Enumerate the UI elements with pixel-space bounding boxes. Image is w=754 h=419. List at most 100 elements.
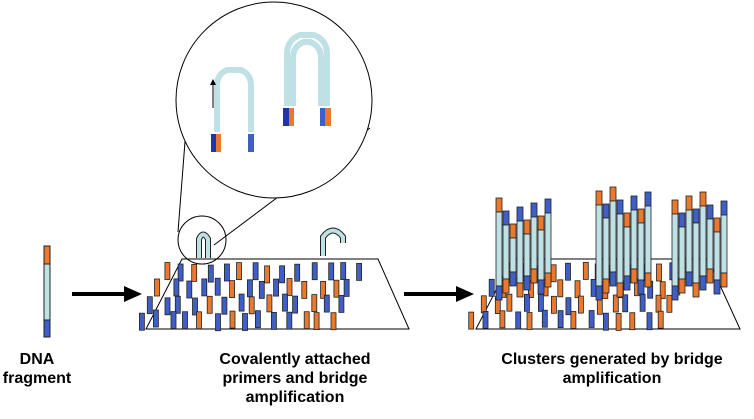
primer xyxy=(356,262,363,281)
cluster-strand-end xyxy=(671,285,679,301)
caption-line: amplification xyxy=(245,389,345,406)
primer xyxy=(170,311,177,330)
primer xyxy=(524,293,530,312)
primer xyxy=(657,310,664,329)
caption-line: primers and bridge xyxy=(222,370,368,387)
cluster-strand-end xyxy=(502,278,510,294)
primer xyxy=(279,265,286,284)
primer xyxy=(201,278,208,297)
cluster-strand-end xyxy=(685,271,693,287)
primer xyxy=(557,279,564,298)
primer xyxy=(258,280,265,299)
primer xyxy=(603,312,609,331)
cluster-strand xyxy=(644,205,652,274)
primer xyxy=(164,297,171,316)
primer xyxy=(182,311,188,330)
primer xyxy=(270,311,277,330)
primer xyxy=(639,293,646,312)
primer xyxy=(192,297,198,316)
cluster-strand-end xyxy=(509,223,517,239)
primer xyxy=(578,295,584,314)
primer xyxy=(570,311,577,329)
primer xyxy=(588,310,595,328)
cluster-strand-end xyxy=(602,203,610,219)
caption-line: amplification xyxy=(562,370,662,387)
cluster-strand-end xyxy=(623,212,631,228)
cluster-strand xyxy=(706,218,714,270)
primer xyxy=(238,293,245,312)
cluster-strand xyxy=(609,200,617,273)
primer xyxy=(655,294,662,313)
primer xyxy=(223,263,230,282)
primer xyxy=(333,279,340,298)
cluster-strand-end xyxy=(523,219,531,235)
primer xyxy=(538,293,544,312)
cluster-strand xyxy=(616,213,624,284)
primer xyxy=(499,310,506,329)
primer xyxy=(565,262,571,281)
cluster-strand xyxy=(537,229,545,281)
cluster-strand xyxy=(516,220,524,284)
primer xyxy=(191,263,198,282)
cluster-strand-end xyxy=(609,271,617,287)
cluster-strand-end xyxy=(544,272,552,288)
caption-line: Covalently attached xyxy=(219,351,371,368)
cluster-strand-end xyxy=(699,191,707,207)
cluster-strand-end xyxy=(509,271,517,287)
magnified-bridge-double xyxy=(283,32,331,126)
primer xyxy=(264,265,271,284)
primer xyxy=(248,296,255,315)
primer xyxy=(482,310,489,329)
primer xyxy=(574,280,581,299)
cluster-strand-end xyxy=(595,285,603,301)
cluster-strand xyxy=(671,213,679,287)
cluster-strand-end xyxy=(544,198,552,214)
primer xyxy=(173,278,180,297)
primer xyxy=(186,280,193,299)
cluster-strand-end xyxy=(706,268,714,284)
dna-fragment xyxy=(43,245,51,338)
step-arrow-2 xyxy=(404,286,474,302)
cluster-strand xyxy=(495,211,503,287)
primer xyxy=(152,309,159,328)
cluster-strand-end xyxy=(637,279,645,295)
primer xyxy=(229,310,236,329)
primer xyxy=(659,281,666,300)
cluster-strand-end xyxy=(720,200,728,216)
primer xyxy=(146,296,153,315)
cluster-columns xyxy=(495,186,728,301)
primer xyxy=(488,278,495,297)
caption-line: fragment xyxy=(2,370,72,387)
cluster-strand-end xyxy=(502,210,510,226)
primer xyxy=(215,313,221,332)
cluster-strand-end xyxy=(692,282,700,298)
cluster-strand-end xyxy=(537,215,545,231)
primer xyxy=(590,278,597,297)
primer xyxy=(656,263,662,282)
cluster-strand xyxy=(623,226,631,277)
primer xyxy=(254,310,261,329)
cluster-strand-end xyxy=(713,217,721,233)
primer xyxy=(303,311,310,330)
primer xyxy=(196,311,202,330)
cluster-strand-end xyxy=(685,195,693,211)
bridge-small-1 xyxy=(196,231,211,258)
caption-clusters: Clusters generated by bridge amplificati… xyxy=(470,350,754,388)
cluster-strand-end xyxy=(495,285,503,301)
cluster-strand-end xyxy=(713,279,721,295)
cluster-strand-end xyxy=(516,282,524,298)
cluster-strand xyxy=(713,231,721,281)
zoom-source-circle xyxy=(177,215,227,265)
cluster-strand xyxy=(692,222,700,284)
cluster-strand xyxy=(678,226,686,280)
cluster-strand-end xyxy=(602,278,610,294)
cluster-strand-end xyxy=(523,275,531,291)
primer xyxy=(177,263,184,282)
bridge-small-2 xyxy=(320,227,346,256)
cluster-strand-end xyxy=(699,275,707,291)
cluster-strand-end xyxy=(516,206,524,222)
primer xyxy=(557,310,564,329)
primer xyxy=(551,295,557,314)
cluster-strand-end xyxy=(609,186,617,202)
step-arrow-1 xyxy=(72,286,142,302)
